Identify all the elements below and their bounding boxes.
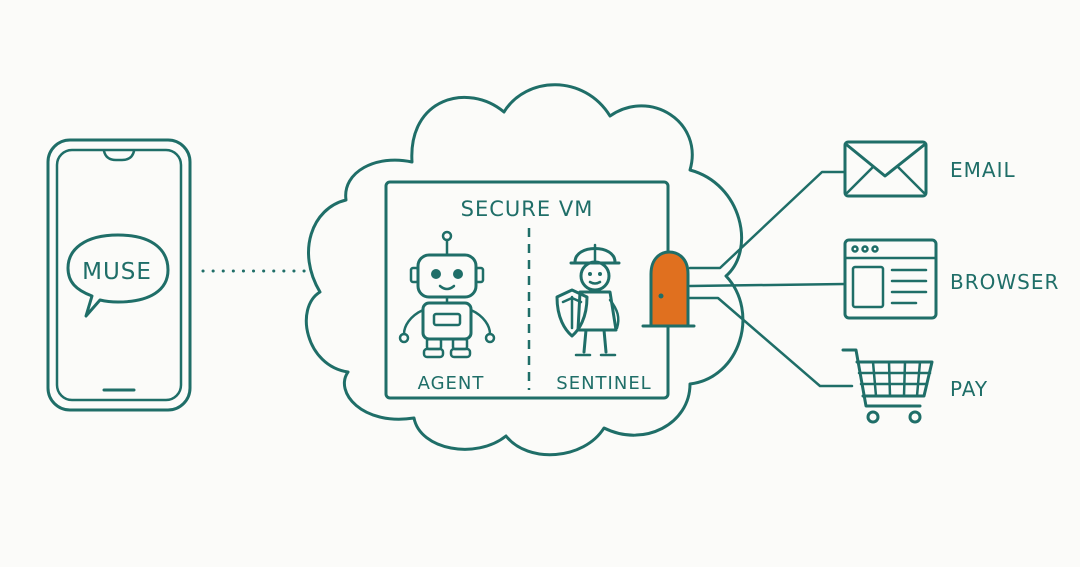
sentinel-guard-icon [555, 243, 621, 357]
sentinel-label: SENTINEL [556, 373, 651, 394]
service-connectors [688, 170, 854, 388]
robot-icon [398, 230, 496, 359]
agent-label: AGENT [418, 373, 485, 394]
door-gate-icon [641, 250, 696, 328]
pay-label: PAY [950, 377, 988, 401]
speech-bubble-icon [66, 233, 170, 318]
envelope-icon [843, 140, 928, 198]
email-label: EMAIL [950, 158, 1016, 182]
muse-label: MUSE [82, 259, 152, 285]
phone-icon [46, 138, 192, 412]
shopping-cart-icon [841, 348, 934, 424]
browser-label: BROWSER [950, 270, 1059, 294]
secure-vm-title: SECURE VM [461, 197, 594, 221]
browser-window-icon [843, 238, 938, 320]
cloud-shape [304, 83, 745, 457]
